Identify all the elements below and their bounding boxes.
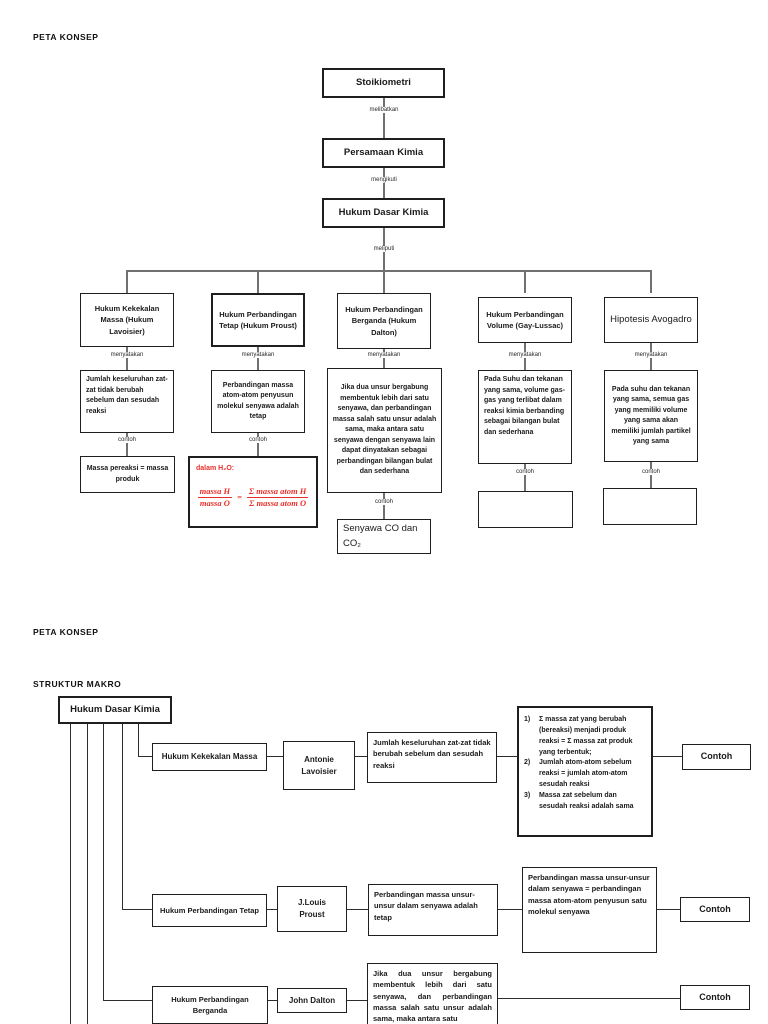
link-line	[347, 1000, 367, 1001]
row3-law-box: Hukum Perbandingan Berganda	[152, 986, 268, 1024]
connector-line	[383, 349, 385, 368]
row3-contoh-box: Contoh	[680, 985, 750, 1010]
law-box-perbandingan-tetap: Hukum Perbandingan Tetap (Hukum Proust)	[211, 293, 305, 347]
relation-label: menyatakan	[495, 352, 555, 358]
link-line	[355, 756, 367, 757]
link-line	[267, 909, 277, 910]
fraction-right: Σ massa atom H Σ massa atom O	[246, 485, 309, 509]
row2-detail-box: Perbandingan massa unsur-unsur dalam sen…	[522, 867, 657, 953]
law-box-hipotesis-avogadro: Hipotesis Avogadro	[604, 297, 698, 343]
row1-scientist-box: Antonie Lavoisier	[283, 741, 355, 790]
link-line	[498, 998, 680, 999]
connector-label-mengikuti: mengikuti	[334, 177, 434, 183]
elbow-row-3	[103, 1000, 152, 1001]
example-label: contoh	[621, 469, 681, 475]
law-box-perbandingan-berganda: Hukum Perbandingan Berganda (Hukum Dalto…	[337, 293, 431, 349]
link-line	[267, 756, 283, 757]
connector-line	[383, 493, 385, 519]
tree-line-1	[70, 724, 71, 1024]
link-line	[347, 909, 368, 910]
example-perbandingan-volume	[478, 491, 573, 528]
tree-line-2	[87, 724, 88, 1024]
connector-line	[126, 433, 128, 456]
page1-heading: PETA KONSEP	[33, 32, 99, 42]
link-line	[657, 909, 680, 910]
statement-perbandingan-berganda: Jika dua unsur bergabung membentuk lebih…	[327, 368, 442, 493]
row3-scientist-box: John Dalton	[277, 988, 347, 1013]
law-box-kekekalan-massa: Hukum Kekekalan Massa (Hukum Lavoisier)	[80, 293, 174, 347]
link-line	[498, 909, 522, 910]
drop-line-5	[650, 270, 652, 293]
connector-line	[383, 98, 385, 138]
statement-kekekalan-massa: Jumlah keseluruhan zat-zat tidak berubah…	[80, 370, 174, 433]
page2-heading: PETA KONSEP	[33, 627, 99, 637]
relation-label: menyatakan	[354, 352, 414, 358]
example-label: contoh	[354, 499, 414, 505]
link-line	[653, 756, 682, 757]
example-label: contoh	[495, 469, 555, 475]
relation-label: menyatakan	[97, 352, 157, 358]
node-persamaan-kimia: Persamaan Kimia	[322, 138, 445, 168]
tree-line-3	[103, 724, 104, 1001]
example-perbandingan-berganda: Senyawa CO dan CO₂	[337, 519, 431, 554]
row2-law-box: Hukum Perbandingan Tetap	[152, 894, 267, 927]
row3-statement-box: Jika dua unsur bergabung membentuk lebih…	[367, 963, 498, 1024]
link-line	[268, 1000, 277, 1001]
row1-law-box: Hukum Kekekalan Massa	[152, 743, 267, 771]
node-hukum-dasar-kimia: Hukum Dasar Kimia	[322, 198, 445, 228]
row1-statement-box: Jumlah keseluruhan zat-zat tidak berubah…	[367, 732, 497, 783]
drop-line-4	[524, 270, 526, 293]
connector-line	[257, 433, 259, 456]
relation-label: menyatakan	[228, 352, 288, 358]
node-stoikiometri: Stoikiometri	[322, 68, 445, 98]
point-item: 3)Massa zat sebelum dan sesudah reaksi a…	[524, 791, 634, 810]
row1-points-box: 1)Σ massa zat yang berubah (bereaksi) me…	[517, 706, 653, 837]
connector-line	[650, 462, 652, 488]
statement-perbandingan-tetap: Perbandingan massa atom-atom penyusun mo…	[211, 370, 305, 433]
connector-line	[126, 347, 128, 370]
law-box-perbandingan-volume: Hukum Perbandingan Volume (Gay-Lussac)	[478, 297, 572, 343]
statement-perbandingan-volume: Pada Suhu dan tekanan yang sama, volume …	[478, 370, 572, 464]
example-kekekalan-massa: Massa pereaksi = massa produk	[80, 456, 175, 493]
point-item: 1)Σ massa zat yang berubah (bereaksi) me…	[524, 716, 633, 756]
root-hukum-dasar-kimia: Hukum Dasar Kimia	[58, 696, 172, 724]
row2-scientist-box: J.Louis Proust	[277, 886, 347, 932]
connector-label-meliputi: meliputi	[334, 246, 434, 252]
connector-line	[383, 168, 385, 198]
connector-label-melibatkan: melibatkan	[334, 107, 434, 113]
example-perbandingan-tetap: dalam H₂O: massa H massa O = Σ massa ato…	[188, 456, 318, 528]
drop-line-1	[126, 270, 128, 293]
example-label: contoh	[228, 437, 288, 443]
elbow-row-2	[122, 909, 152, 910]
row1-contoh-box: Contoh	[682, 744, 751, 770]
connector-line	[257, 347, 259, 370]
red-example-equation: massa H massa O = Σ massa atom H Σ massa…	[196, 485, 310, 511]
equals-sign: =	[237, 491, 242, 502]
link-line	[497, 756, 517, 757]
tree-line-5	[138, 724, 139, 757]
page2-subheading: STRUKTUR MAKRO	[33, 679, 122, 689]
connector-line	[524, 464, 526, 491]
tree-line-4	[122, 724, 123, 910]
row2-statement-box: Perbandingan massa unsur-unsur dalam sen…	[368, 884, 498, 936]
example-label: contoh	[97, 437, 157, 443]
example-hipotesis-avogadro	[603, 488, 697, 525]
drop-line-3	[383, 270, 385, 293]
point-item: 2)Jumlah atom-atom sebelum reaksi = juml…	[524, 759, 632, 789]
statement-hipotesis-avogadro: Pada suhu dan tekanan yang sama, semua g…	[604, 370, 698, 462]
branch-line	[127, 270, 651, 272]
red-example-heading: dalam H₂O:	[196, 465, 235, 472]
elbow-row-1	[138, 756, 152, 757]
row2-contoh-box: Contoh	[680, 897, 750, 922]
drop-line-2	[257, 270, 259, 293]
relation-label: menyatakan	[621, 352, 681, 358]
fraction-left: massa H massa O	[197, 485, 233, 509]
